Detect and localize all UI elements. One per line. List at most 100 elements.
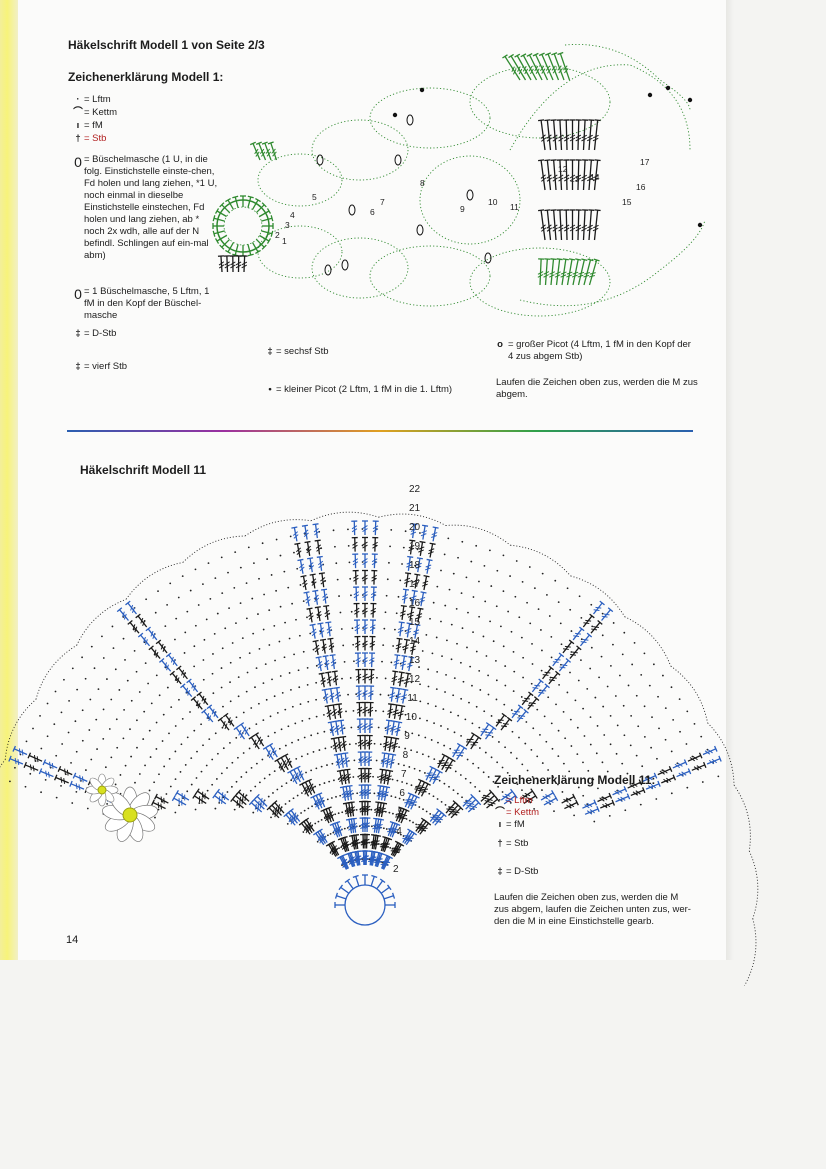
fan-stitch	[412, 623, 421, 639]
row-number: 1	[282, 236, 287, 246]
row-number: 12	[558, 164, 568, 174]
fan-stitch	[230, 796, 244, 809]
fan-stitch	[572, 626, 585, 641]
cluster-stitch	[394, 154, 402, 166]
fan-stitch	[23, 761, 39, 772]
fan-stitch	[379, 802, 388, 818]
fan-stitch	[362, 569, 368, 585]
ring-stitch	[212, 215, 225, 222]
fan-stitch	[53, 774, 69, 784]
fan-stitch	[294, 542, 302, 558]
fan-stitch	[355, 668, 362, 684]
small-picot	[697, 222, 703, 228]
fan-stitch	[470, 735, 482, 750]
fan-stitch	[364, 817, 371, 833]
stitch-mark	[569, 159, 576, 190]
section-divider	[67, 430, 693, 432]
fan-stitch	[291, 526, 299, 542]
row-number: 5	[312, 192, 317, 202]
fan-stitch	[543, 795, 559, 806]
fan-stitch	[72, 772, 88, 783]
fan-stitch	[362, 520, 368, 535]
fan-stitch	[315, 656, 323, 672]
fan-stitch	[309, 573, 317, 589]
fan-stitch	[465, 732, 477, 747]
chain-loop	[469, 247, 611, 317]
stitch-mark	[586, 159, 595, 191]
page-right-edge	[726, 0, 734, 960]
fan-stitch	[400, 654, 408, 671]
row-number: 13	[409, 655, 421, 666]
fan-stitch	[301, 524, 309, 540]
fan-stitch	[410, 523, 418, 539]
row-number: 17	[409, 579, 421, 590]
stitch-mark	[557, 51, 571, 81]
model1-note: Laufen die Zeichen oben zus, werden die …	[496, 377, 698, 400]
fan-stitch	[325, 806, 335, 822]
fan-stitch	[327, 687, 335, 703]
fan-stitch	[393, 654, 401, 670]
base-stitch	[376, 878, 386, 890]
ring-stitch	[255, 202, 267, 214]
fan-stitch	[325, 621, 333, 637]
fan-stitch	[345, 801, 353, 817]
cluster-stitch	[316, 154, 324, 166]
fan-stitch	[600, 799, 615, 809]
fan-stitch	[158, 658, 172, 672]
fan-stitch	[307, 557, 315, 573]
fan-stitch	[397, 704, 406, 720]
ring-stitch	[214, 234, 227, 244]
fan-stitch	[597, 792, 613, 803]
fan-stitch	[382, 785, 391, 801]
stitch-mark	[586, 209, 595, 241]
base-ring	[344, 884, 386, 926]
fan-stitch	[400, 808, 410, 824]
m11-legend-item-stb: †= Stb	[494, 838, 528, 850]
fan-stitch	[371, 569, 378, 585]
fan-stitch	[318, 572, 326, 588]
fan-stitch	[687, 752, 703, 762]
fan-stitch	[418, 540, 426, 556]
fan-stitch	[564, 799, 579, 810]
fan-stitch	[371, 553, 378, 569]
fan-stitch	[385, 769, 394, 785]
scallop-loop	[624, 616, 672, 667]
fan-stitch	[405, 830, 417, 846]
fan-stitch	[465, 796, 479, 810]
fan-stitch	[450, 805, 464, 819]
fan-stitch	[402, 638, 411, 654]
fan-stitch	[366, 734, 373, 750]
fan-stitch	[363, 850, 370, 866]
ring-stitch	[212, 230, 225, 237]
fan-stitch	[389, 686, 397, 702]
fan-stitch	[341, 836, 350, 852]
fan-stitch	[169, 670, 182, 685]
stitch-mark	[563, 159, 570, 191]
fan-stitch	[206, 704, 219, 719]
row-number: 7	[401, 769, 407, 780]
row-number: 11	[510, 202, 519, 212]
fan-stitch	[351, 520, 358, 536]
fan-stitch	[321, 688, 329, 704]
scallop-loop	[76, 598, 127, 646]
fan-stitch	[215, 788, 230, 801]
fan-stitch	[579, 632, 593, 647]
fan-stitch	[362, 652, 368, 667]
fan-stitch	[376, 818, 385, 834]
row-number: 10	[406, 712, 418, 723]
scallop-loop	[733, 784, 751, 852]
stitch-mark	[550, 209, 558, 241]
fan-stitch	[192, 793, 207, 804]
fan-stitch	[312, 589, 320, 605]
fan-stitch	[558, 658, 572, 672]
row-number: 4	[396, 826, 402, 837]
fan-stitch	[354, 850, 362, 866]
fan-stitch	[316, 555, 324, 571]
fan-stitch	[137, 632, 151, 647]
fan-stitch	[500, 716, 513, 731]
stitch-mark	[563, 209, 570, 241]
fan-stitch	[42, 759, 58, 769]
fan-stitch	[373, 834, 382, 850]
fan-stitch	[657, 765, 673, 776]
